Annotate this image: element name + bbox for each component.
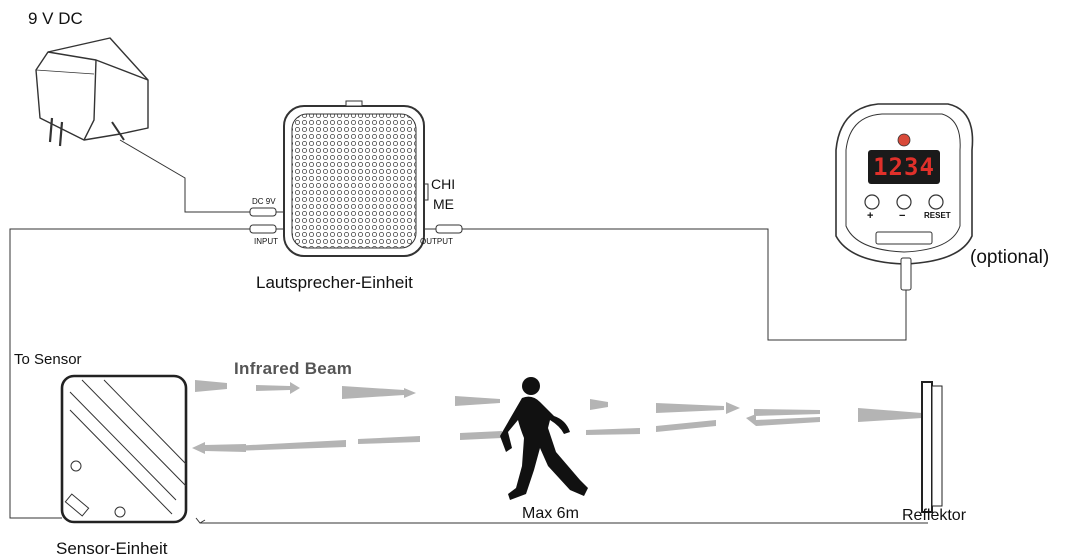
- reflector: [921, 381, 943, 513]
- optional-label: (optional): [970, 247, 1050, 268]
- sensor-unit: [60, 374, 188, 524]
- output-plug: [424, 224, 463, 234]
- counter-minus-button[interactable]: −: [899, 210, 906, 222]
- infrared-beam-label: Infrared Beam: [234, 359, 353, 378]
- speaker-grille: [291, 113, 417, 249]
- btn-minus-circle: [896, 194, 912, 210]
- btn-reset-circle: [928, 194, 944, 210]
- btn-plus-circle: [864, 194, 880, 210]
- power-adapter: [35, 37, 149, 147]
- port-dc-label: DC 9V: [252, 197, 276, 206]
- counter-display-bg: [868, 150, 940, 184]
- wires: [9, 139, 928, 524]
- counter-device: [835, 103, 974, 291]
- counter-plus-button[interactable]: +: [867, 210, 874, 222]
- sensor-cable: [9, 228, 250, 519]
- counter-display: 1234: [873, 153, 935, 181]
- chime-switch: [424, 183, 429, 201]
- sensor-housing: [60, 374, 188, 524]
- beam-outgoing: [195, 380, 922, 422]
- dc-plug: [249, 207, 284, 217]
- port-output-label: OUTPUT: [420, 237, 453, 246]
- adapter-cable: [119, 139, 250, 213]
- reflector-label: Reflektor: [902, 507, 967, 524]
- counter-reset-button[interactable]: RESET: [924, 211, 951, 220]
- counter-led: [897, 133, 911, 147]
- to-sensor-label: To Sensor: [14, 351, 82, 368]
- speaker-unit-label: Lautsprecher-Einheit: [256, 273, 413, 292]
- power-label: 9 V DC: [28, 9, 83, 28]
- speaker-unit: [249, 100, 463, 257]
- input-plug: [249, 224, 284, 234]
- output-cable: [462, 228, 907, 341]
- walking-person-icon: [500, 377, 588, 500]
- beam-returning: [192, 414, 820, 454]
- port-input-label: INPUT: [254, 237, 278, 246]
- sensor-unit-label: Sensor-Einheit: [56, 539, 168, 557]
- chime-switch-top-label: CHI: [431, 176, 456, 192]
- max-distance-label: Max 6m: [522, 505, 579, 522]
- counter-plug: [900, 257, 912, 291]
- chime-switch-bottom-label: ME: [433, 196, 454, 212]
- sensor-cable-arrow: [195, 517, 206, 524]
